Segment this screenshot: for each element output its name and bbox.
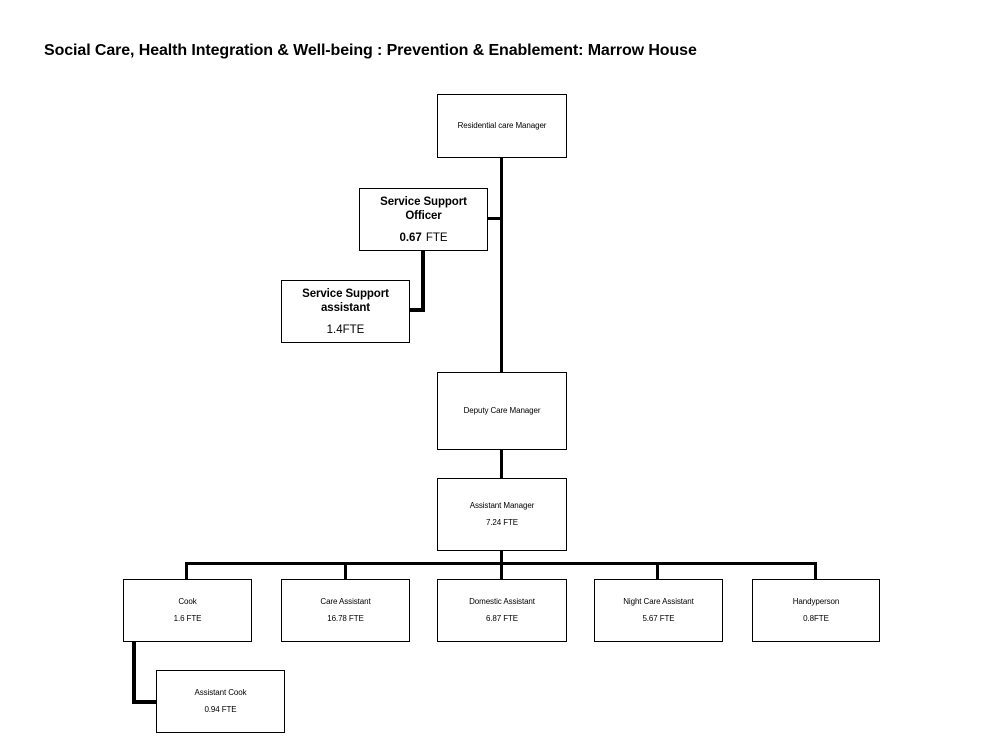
role-fte: 7.24 FTE (485, 518, 519, 527)
role-fte: 16.78 FTE (327, 614, 364, 623)
role-fte: 5.67 FTE (642, 614, 675, 623)
role-fte: 0.94 FTE (204, 705, 237, 714)
connector-drop-domestic-assistant (500, 562, 503, 579)
org-box-deputy-care-manager: Deputy Care Manager (437, 372, 567, 450)
role-title: Domestic Assistant (469, 597, 535, 606)
fte-unit: FTE (425, 231, 448, 244)
role-title-line2: Officer (405, 209, 442, 222)
role-title: Cook (178, 597, 197, 606)
role-title: Residential care Manager (457, 121, 547, 130)
role-fte: 6.87 FTE (485, 614, 519, 623)
connector-drop-night-care-assistant (656, 562, 659, 579)
org-box-residential-care-manager: Residential care Manager (437, 94, 567, 158)
role-fte: 1.6 FTE (173, 614, 202, 623)
connector-sso-to-ssa-horizontal (410, 308, 425, 312)
connector-trunk-residential-to-deputy (500, 158, 503, 372)
org-box-assistant-cook: Assistant Cook 0.94 FTE (156, 670, 285, 733)
org-box-assistant-manager: Assistant Manager 7.24 FTE (437, 478, 567, 551)
org-box-service-support-assistant: Service Support assistant 1.4FTE (281, 280, 410, 343)
role-title: Assistant Manager (469, 501, 535, 510)
role-title: Handyperson (792, 597, 840, 606)
role-fte: 0.8FTE (803, 614, 829, 623)
org-box-handyperson: Handyperson 0.8FTE (752, 579, 880, 642)
page-title: Social Care, Health Integration & Well-b… (44, 42, 697, 59)
role-title: Night Care Assistant (623, 597, 694, 606)
role-title-line1: Service Support (380, 195, 467, 208)
fte-value: 0.67 (399, 231, 422, 244)
connector-sso-to-trunk (488, 217, 501, 220)
role-title: Deputy Care Manager (463, 406, 541, 415)
org-box-domestic-assistant: Domestic Assistant 6.87 FTE (437, 579, 567, 642)
connector-sso-to-ssa-vertical (421, 251, 425, 312)
connector-drop-care-assistant (344, 562, 347, 579)
connector-drop-handyperson (814, 562, 817, 579)
connector-drop-cook (185, 562, 188, 579)
role-title-line1: Service Support (302, 287, 389, 300)
org-box-cook: Cook 1.6 FTE (123, 579, 252, 642)
connector-assistant-manager-to-bus (500, 551, 503, 565)
role-fte: 1.4FTE (326, 323, 365, 336)
org-box-care-assistant: Care Assistant 16.78 FTE (281, 579, 410, 642)
connector-deputy-to-assistant-manager (500, 450, 503, 478)
connector-cook-to-assistant-cook-vertical (132, 642, 136, 704)
role-title-line2: assistant (321, 301, 370, 314)
role-title: Care Assistant (320, 597, 371, 606)
role-title: Assistant Cook (194, 688, 247, 697)
org-box-night-care-assistant: Night Care Assistant 5.67 FTE (594, 579, 723, 642)
connector-cook-to-assistant-cook-horizontal (132, 700, 156, 704)
